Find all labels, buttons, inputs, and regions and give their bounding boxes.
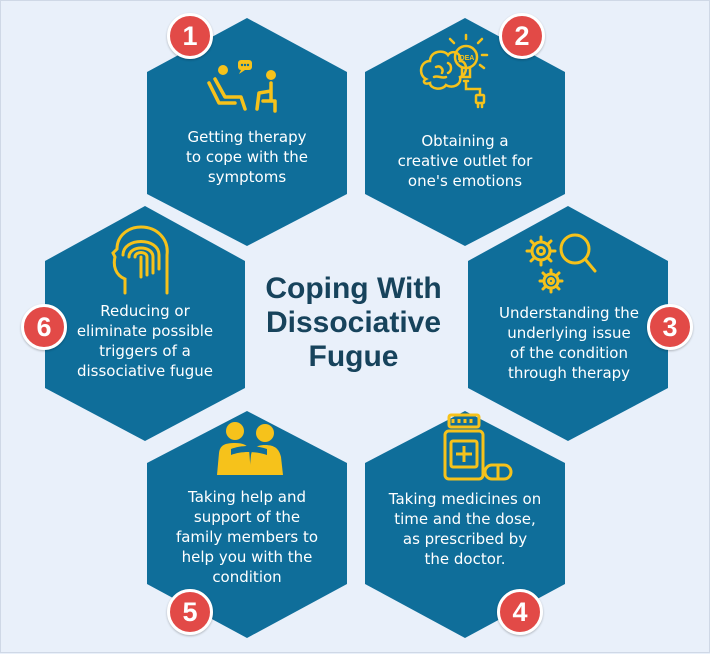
medicine-bottle-icon — [443, 413, 513, 481]
therapy-session-icon — [207, 60, 277, 113]
idea-label: IDEA — [458, 55, 475, 62]
idea-brain-bulb-icon: IDEA — [419, 33, 489, 109]
badge-1: 1 — [167, 13, 213, 59]
diagram-title: Coping With Dissociative Fugue — [265, 272, 442, 373]
badge-4: 4 — [497, 589, 543, 635]
hexagon-3 — [468, 206, 668, 441]
badge-5: 5 — [167, 589, 213, 635]
hexagon-2 — [365, 18, 565, 246]
fingerprint-head-icon — [111, 225, 169, 295]
item-5-text: Taking help and support of the family me… — [175, 488, 319, 586]
item-2-text: Obtaining a creative outlet for one's em… — [397, 132, 533, 190]
item-1-text: Getting therapy to cope with the symptom… — [186, 128, 308, 186]
hexagon-6 — [45, 206, 245, 441]
hexagon-1 — [147, 18, 347, 246]
item-6-text: Reducing or eliminate possible triggers … — [76, 302, 214, 380]
hexagon-5 — [147, 411, 347, 638]
family-support-icon — [217, 422, 283, 475]
hexagon-4 — [365, 411, 565, 638]
badge-3: 3 — [647, 304, 693, 350]
item-4-text: Taking medicines on time and the dose, a… — [388, 490, 542, 568]
item-3-text: Understanding the underlying issue of th… — [499, 304, 639, 382]
gears-magnifier-icon — [525, 233, 597, 294]
badge-6: 6 — [21, 304, 67, 350]
badge-2: 2 — [499, 13, 545, 59]
